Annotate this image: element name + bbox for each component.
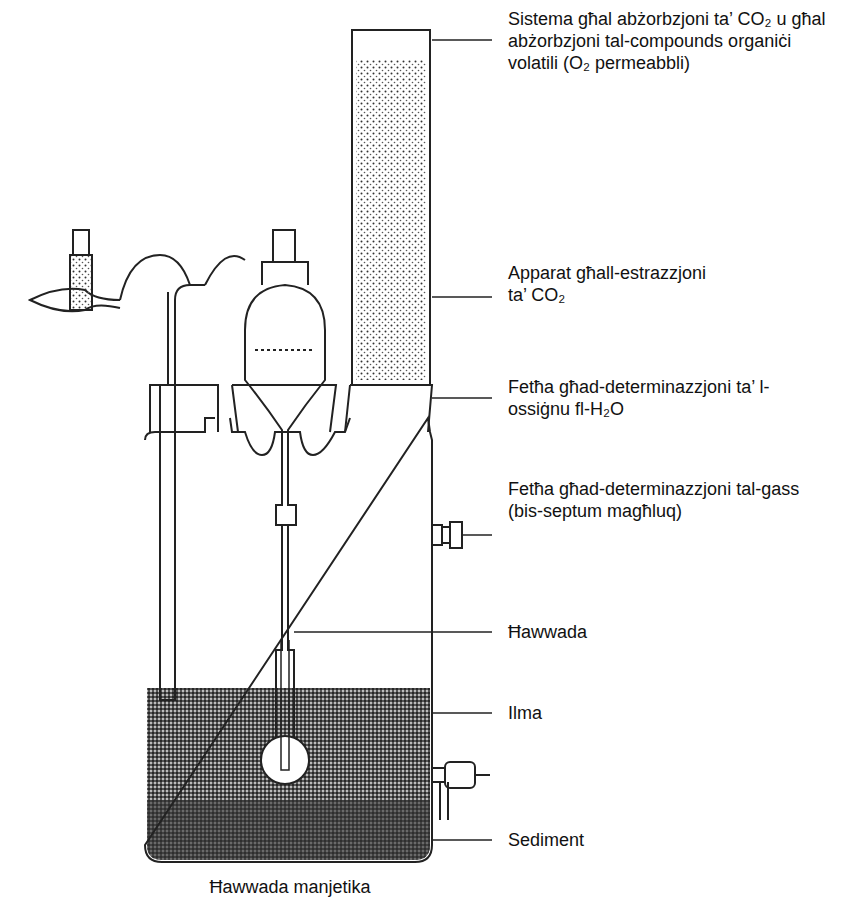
gas-port-label: Fetħa għad-determinazzjoni tal-gass (bis… xyxy=(508,478,808,522)
oxygen-port-label: Fetħa għad-determinazzjoni ta’ l-ossiġnu… xyxy=(508,376,808,420)
stirrer-label: Ħawwada xyxy=(508,621,708,643)
extraction-label: Apparat għall-estrazzjoni ta’ CO₂ xyxy=(508,262,708,306)
sediment-label: Sediment xyxy=(508,829,708,851)
absorption-label: Sistema għal abżorbzjoni ta’ CO₂ u għal … xyxy=(508,8,828,74)
water-label: Ilma xyxy=(508,702,708,724)
caption: Ħawwada manjetika xyxy=(140,876,440,898)
